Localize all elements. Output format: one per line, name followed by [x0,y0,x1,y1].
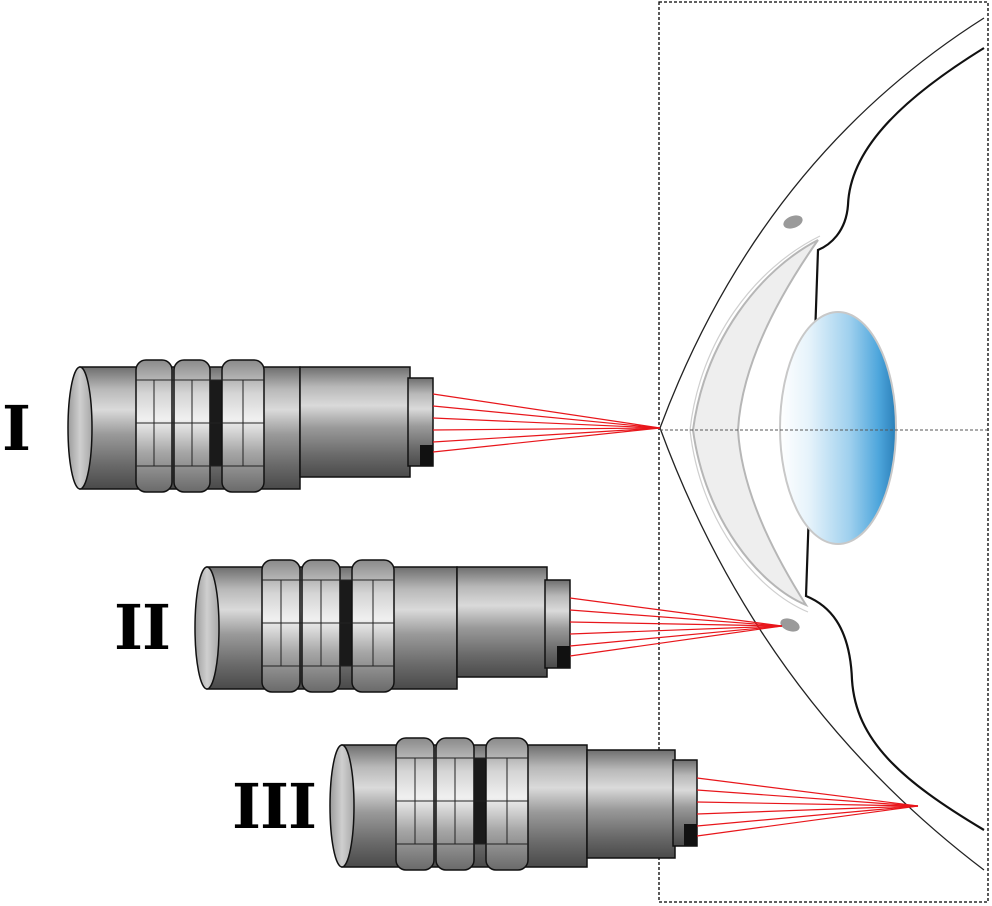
camera-3-label: III [232,770,317,843]
lower-angle-marker [780,618,800,632]
camera-3 [329,737,919,871]
upper-angle-marker [783,215,803,229]
beam-3 [696,777,919,837]
camera-2 [194,559,783,693]
focus-rings [395,737,529,871]
iris-crescent [691,239,819,608]
focus-rings [261,559,395,693]
beam-1 [432,393,661,453]
beam-2 [569,597,783,657]
eye-frame [658,1,989,903]
sclera-inner-boundary [804,47,985,831]
camera-1-label: I [2,392,31,465]
focus-rings [135,359,265,493]
camera-1 [67,359,661,493]
crystalline-lens [779,311,897,545]
camera-2-label: II [114,591,171,664]
